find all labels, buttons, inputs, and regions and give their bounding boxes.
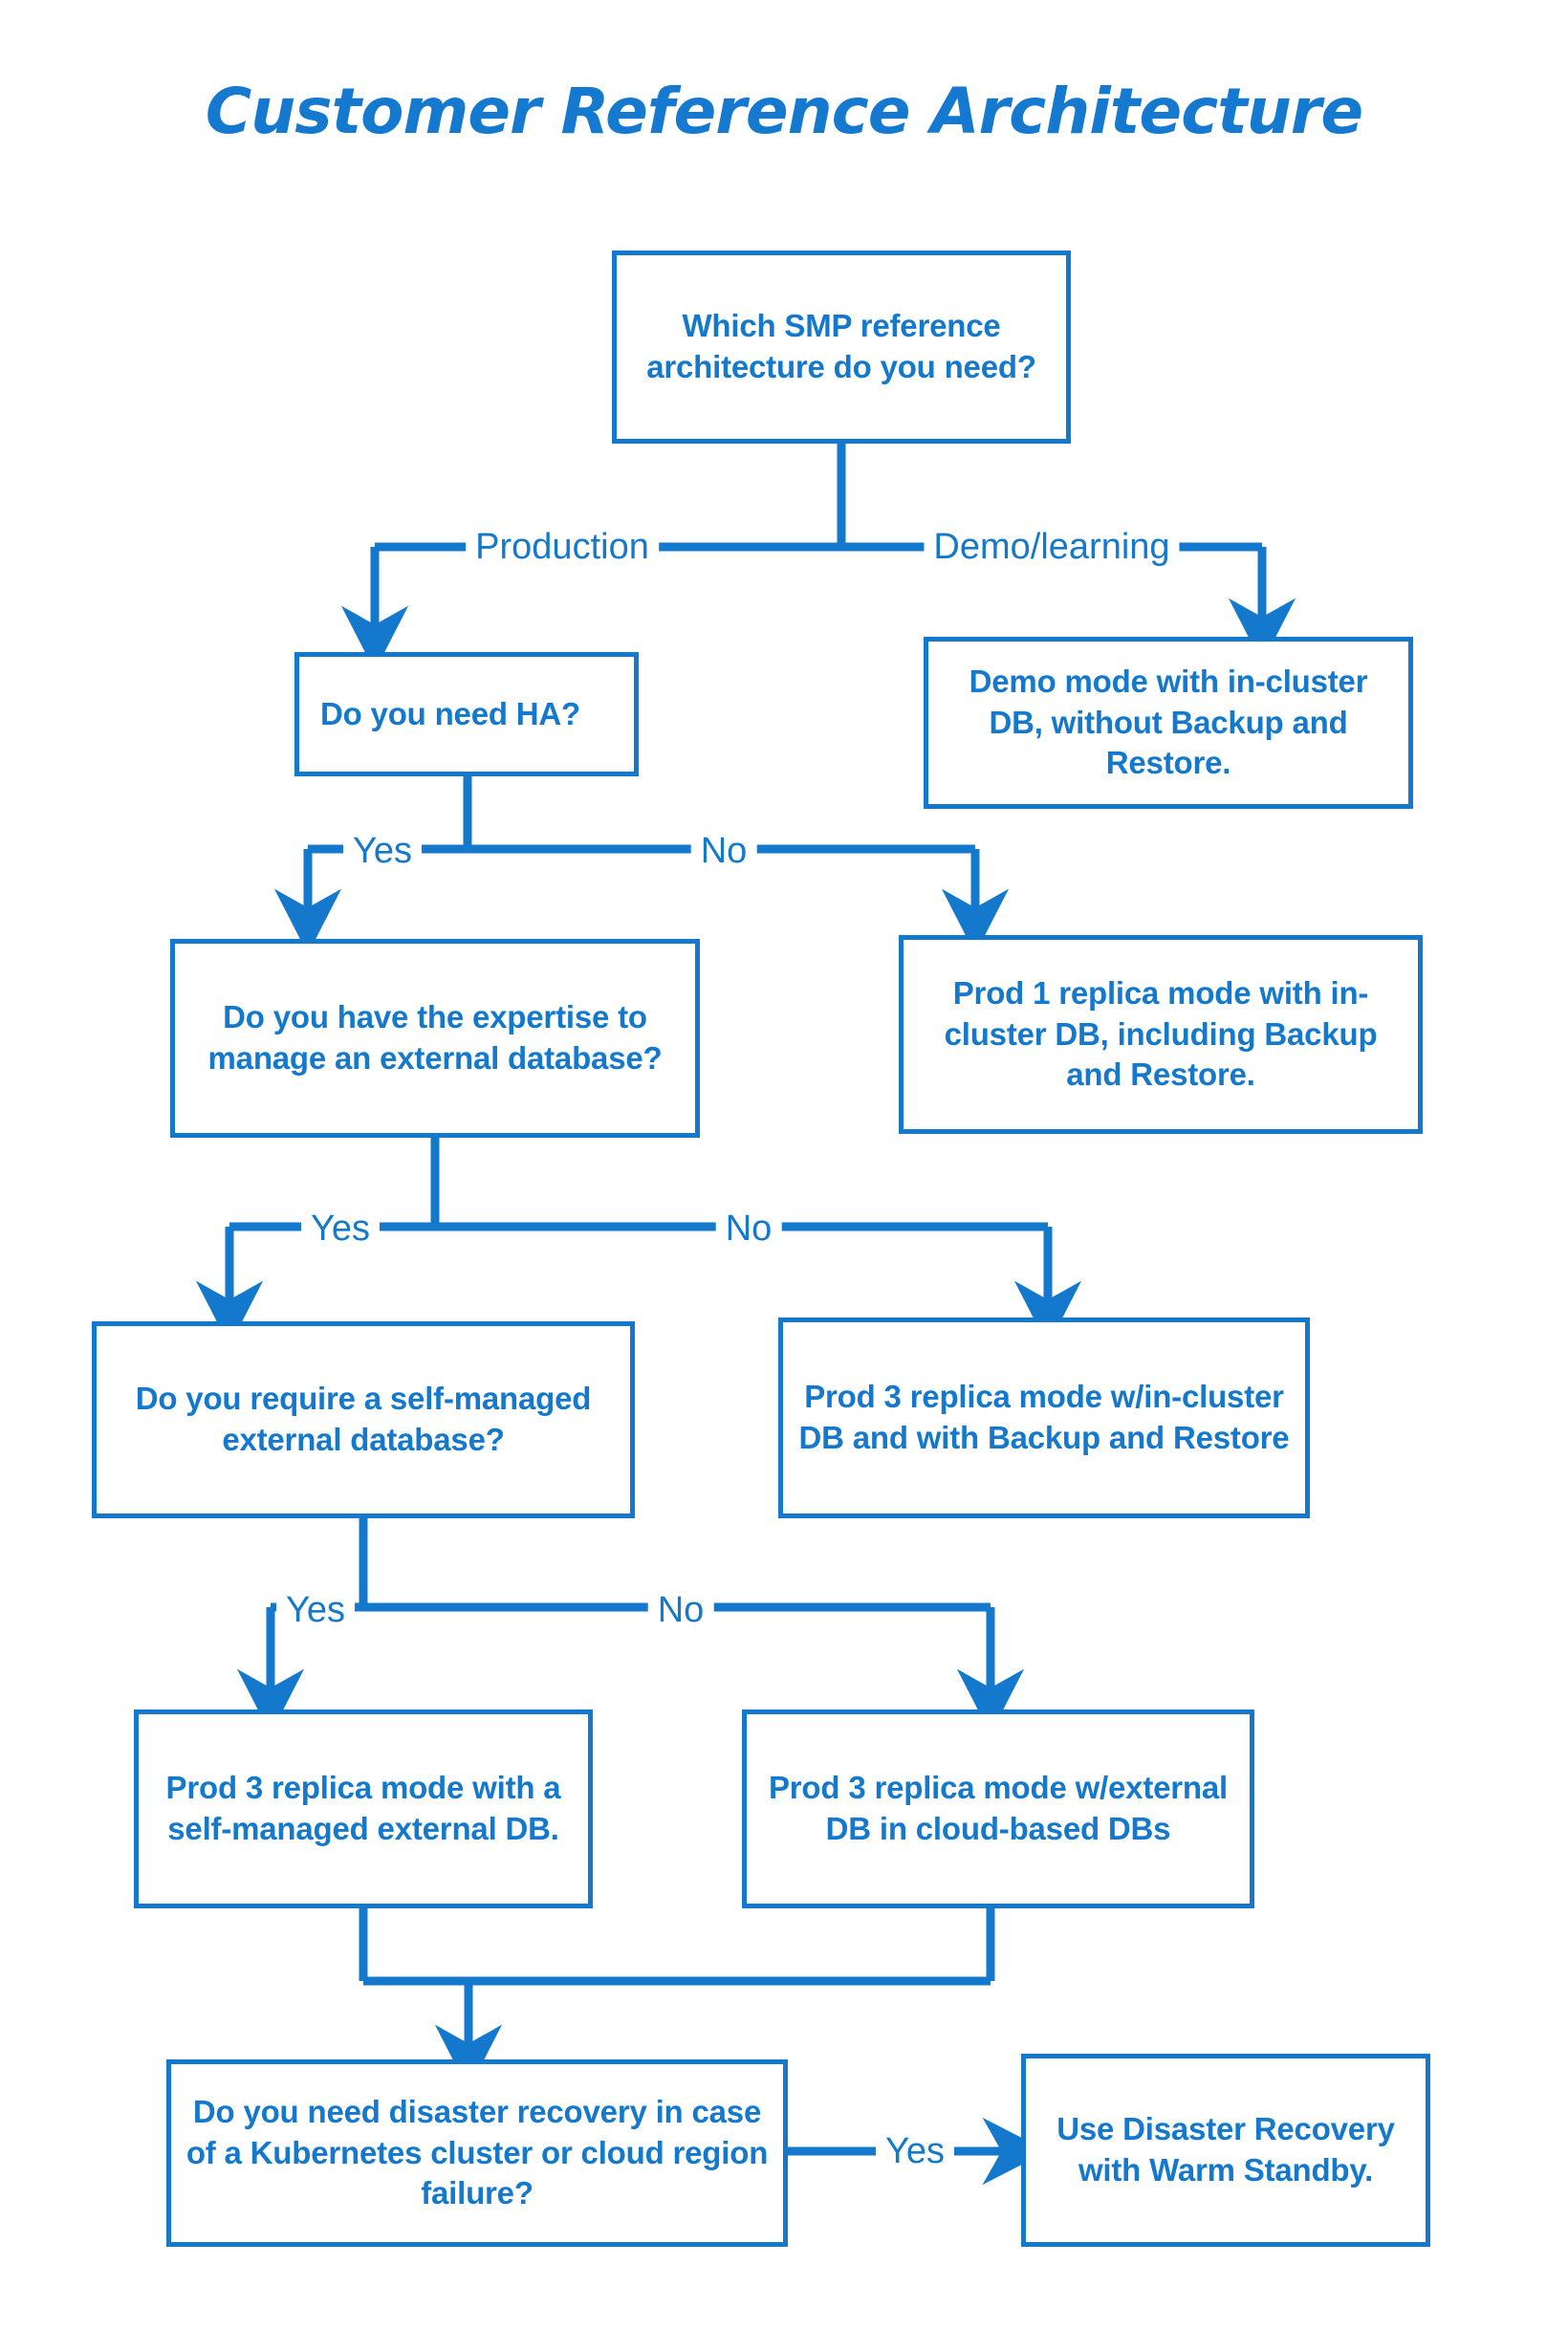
node-expertise-question[interactable]: Do you have the expertise to manage an e… (170, 939, 700, 1138)
node-start-question[interactable]: Which SMP reference architecture do you … (612, 250, 1071, 444)
edge-label-ha-no: No (690, 833, 757, 869)
node-ha-question[interactable]: Do you need HA? (294, 652, 639, 776)
edge-label-expertise-yes: Yes (301, 1210, 380, 1247)
node-prod3-incluster-outcome[interactable]: Prod 3 replica mode w/in-cluster DB and … (778, 1317, 1310, 1518)
node-demo-outcome[interactable]: Demo mode with in-cluster DB, without Ba… (924, 637, 1413, 809)
edge-label-ha-yes: Yes (343, 833, 422, 869)
node-prod1-outcome[interactable]: Prod 1 replica mode with in-cluster DB, … (899, 935, 1423, 1134)
edge-label-selfmanaged-yes: Yes (276, 1592, 355, 1628)
edge-label-demo-learning: Demo/learning (924, 529, 1180, 565)
node-selfmanaged-question[interactable]: Do you require a self-managed external d… (92, 1321, 635, 1518)
edge-label-production: Production (466, 529, 659, 565)
edge-label-dr-yes: Yes (876, 2133, 954, 2169)
node-prod3-selfmanaged-outcome[interactable]: Prod 3 replica mode with a self-managed … (134, 1709, 593, 1908)
page-title: Customer Reference Architecture (205, 75, 1363, 148)
node-dr-question[interactable]: Do you need disaster recovery in case of… (166, 2059, 788, 2247)
node-prod3-cloud-outcome[interactable]: Prod 3 replica mode w/external DB in clo… (742, 1709, 1254, 1908)
node-dr-outcome[interactable]: Use Disaster Recovery with Warm Standby. (1021, 2054, 1430, 2247)
edge-label-expertise-no: No (715, 1210, 782, 1247)
edge-label-selfmanaged-no: No (647, 1592, 714, 1628)
